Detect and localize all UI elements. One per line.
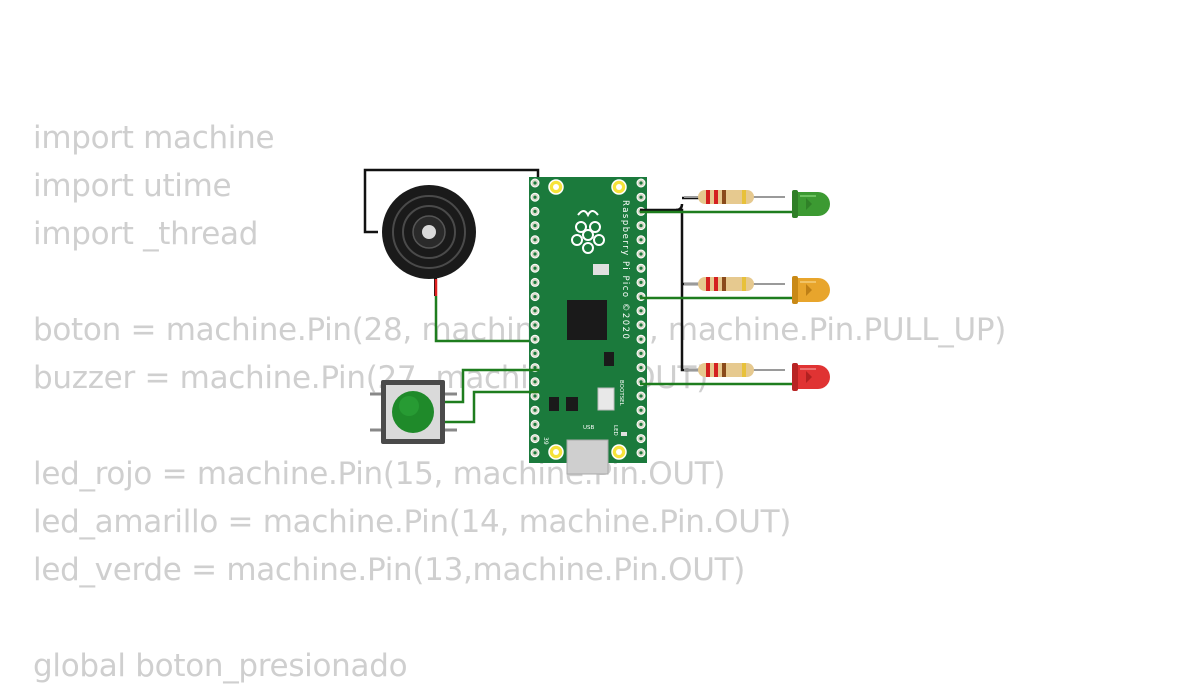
buzzer-signal-wire [434,296,539,343]
board-pin-hole [639,366,643,370]
board-pin-hole [639,309,643,313]
board-pin-hole [639,394,643,398]
board-pin-hole [533,238,537,242]
board-pin-hole [533,394,537,398]
resistor [684,190,785,204]
board-pin-hole [533,366,537,370]
bootsel-label: BOOTSEL [618,380,624,407]
raspberry-logo-icon [571,210,605,254]
raspberry-pi-pico-board: Raspberry Pi Pico ©2020 BOOTSEL USB LED … [529,177,647,475]
board-pin-hole [639,437,643,441]
pin-number-label: 39 [542,437,549,445]
board-pin-hole [533,209,537,213]
board-pin-hole [639,380,643,384]
board-pin-hole [639,422,643,426]
button-wire-2 [445,390,539,424]
board-pin-hole [533,380,537,384]
board-pin-hole [639,266,643,270]
buzzer[interactable] [382,185,476,279]
board-pin-hole [639,252,643,256]
led-label: LED [612,425,618,436]
board-pin-hole [533,351,537,355]
board-pin-hole [639,408,643,412]
board-pin-hole [639,181,643,185]
board-pin-hole [533,224,537,228]
board-pin-hole [639,323,643,327]
rp2040-chip [567,300,607,340]
circuit-diagram: Raspberry Pi Pico ©2020 BOOTSEL USB LED … [363,168,830,475]
flash-chip [593,264,609,275]
button-wire-1 [445,368,539,404]
board-pin-hole [533,337,537,341]
code-line: buzzer = machine.Pin(27, machine.Pin.OUT… [33,360,708,396]
push-button[interactable] [370,380,457,444]
board-pin-hole [533,280,537,284]
resistor [684,277,785,291]
usb-port[interactable] [566,439,609,475]
code-line: led_verde = machine.Pin(13,machine.Pin.O… [33,552,746,588]
board-pin-hole [533,437,537,441]
bootsel-button[interactable] [597,387,615,411]
board-pin-hole [639,224,643,228]
board-pin-hole [533,181,537,185]
resistor [684,363,785,377]
led-ground-bus [640,208,700,372]
usb-label: USB [583,425,595,431]
board-pin-hole [533,195,537,199]
board-pin-hole [533,252,537,256]
code-line: global boton_presionado [33,648,408,684]
board-pin-hole [533,266,537,270]
led-amarillo[interactable] [792,276,830,304]
code-line: led_amarillo = machine.Pin(14, machine.P… [33,504,792,540]
led-rojo[interactable] [792,363,830,391]
board-pin-hole [639,337,643,341]
board-label: Raspberry Pi Pico ©2020 [620,200,630,340]
code-line: import _thread [33,216,259,252]
board-pin-hole [639,451,643,455]
board-pin-hole [533,451,537,455]
board-pin-hole [533,295,537,299]
board-pin-hole [533,408,537,412]
board-pin-hole [533,323,537,327]
board-pin-hole [639,238,643,242]
board-pin-hole [533,309,537,313]
code-line: import utime [33,168,232,204]
board-pin-hole [639,195,643,199]
board-pin-hole [639,351,643,355]
board-pin-hole [533,422,537,426]
code-line: import machine [33,120,275,156]
board-pin-hole [639,280,643,284]
led-verde[interactable] [792,190,830,218]
